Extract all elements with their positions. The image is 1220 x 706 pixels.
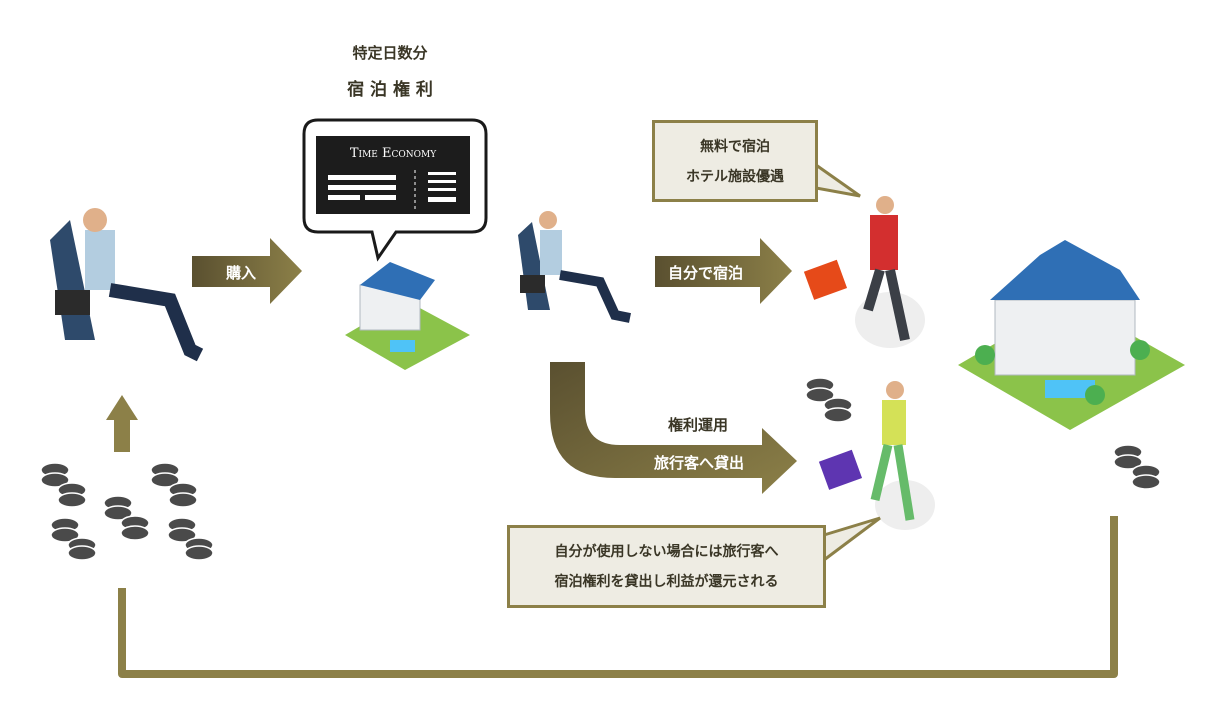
ticket-speech-bubble — [302, 118, 488, 262]
callout-line: ホテル施設優遇 — [686, 169, 784, 185]
free-stay-callout: 無料で宿泊 ホテル施設優遇 — [652, 120, 818, 202]
coin-stacks — [40, 377, 1161, 561]
rights-title-line2: 宿 泊 権 利 — [347, 80, 433, 100]
traveler-red-illustration — [803, 196, 925, 348]
coin-stack-icon — [50, 517, 97, 561]
purchase-label: 購入 — [226, 264, 257, 282]
coin-stack-icon — [40, 462, 87, 508]
coin-stack-icon — [1113, 444, 1161, 490]
self-stay-arrow — [655, 238, 792, 304]
small-hotel-illustration — [345, 262, 470, 370]
rights-operation-label: 権利運用 — [668, 416, 729, 434]
self-stay-label: 自分で宿泊 — [668, 264, 744, 282]
coin-stack-icon — [805, 377, 853, 423]
large-hotel-illustration — [958, 240, 1185, 430]
traveler-green-illustration — [818, 381, 935, 530]
callout-line: 宿泊権利を貸出し利益が還元される — [554, 574, 779, 590]
lend-label: 旅行客へ貸出 — [654, 454, 745, 472]
lend-callout: 自分が使用しない場合には旅行客へ 宿泊権利を貸出し利益が還元される — [507, 525, 826, 608]
coin-stack-icon — [103, 495, 150, 541]
callout-line: 無料で宿泊 — [700, 139, 770, 155]
purchase-arrow — [192, 238, 302, 304]
coin-stack-icon — [150, 462, 198, 508]
ticket-brand: Time Economy — [349, 146, 437, 161]
rights-title-line1: 特定日数分 — [352, 44, 428, 62]
investor-left-illustration — [50, 208, 204, 362]
callout-tail — [822, 516, 881, 563]
callout-line: 自分が使用しない場合には旅行客へ — [554, 544, 779, 560]
return-loop-line — [118, 516, 1118, 678]
coin-stack-icon — [167, 517, 214, 561]
lend-arrow — [550, 362, 797, 494]
up-arrow — [106, 395, 138, 452]
investor-middle-illustration — [518, 211, 631, 323]
callout-tail — [814, 162, 861, 198]
